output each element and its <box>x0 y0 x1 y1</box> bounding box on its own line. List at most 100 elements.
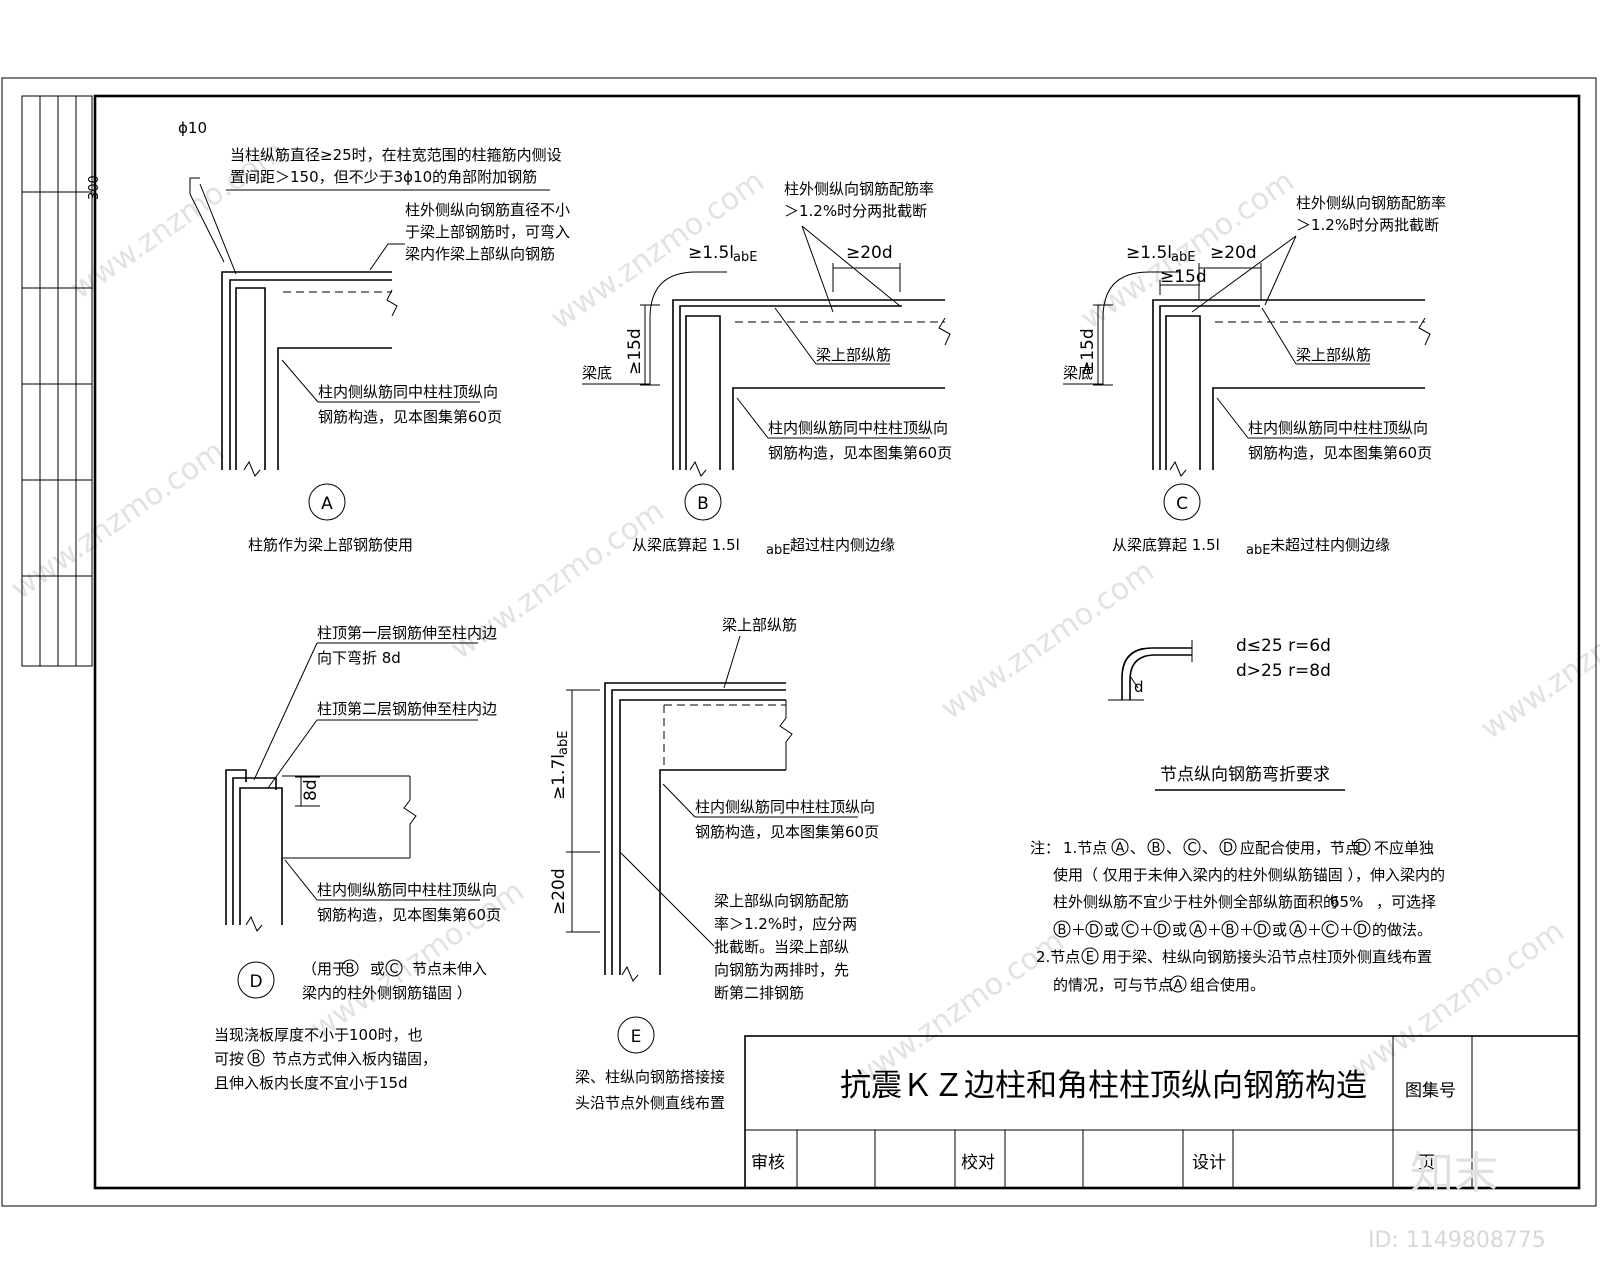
detail-d-extra-b: B <box>252 1052 261 1067</box>
detail-e-note1-line2: 钢筋构造，见本图集第60页 <box>695 823 879 841</box>
detail-b-dim3: ≥15d <box>625 328 645 375</box>
detail-c-caption-sub: abE <box>1246 543 1270 558</box>
notes-combo-a: A <box>1294 923 1303 938</box>
detail-d-note3-line1: 柱内侧纵筋同中柱柱顶纵向 <box>317 881 497 899</box>
notes-plus: ＋ <box>1207 921 1222 939</box>
detail-c-beam-top-bar: 梁上部纵筋 <box>1296 346 1371 364</box>
notes-combo-d: D <box>1157 923 1167 938</box>
detail-e-note1-line1: 柱内侧纵筋同中柱柱顶纵向 <box>695 798 875 816</box>
watermark-text: www.znzmo.com <box>1475 574 1600 747</box>
notes-combo-d: D <box>1357 923 1367 938</box>
detail-c-dim4: ≥15d <box>1078 328 1098 375</box>
detail-d-extra-line1: 当现浇板厚度不小于100时，也 <box>214 1026 423 1044</box>
notes-n1-l3-pct: 65% <box>1330 893 1363 911</box>
detail-a-label: A <box>321 494 333 514</box>
detail-a-note1-line1: 当柱纵筋直径≥25时，在柱宽范围的柱箍筋内侧设 <box>230 146 562 164</box>
notes-n1-l1-c: 不应单独 <box>1374 839 1434 857</box>
detail-c-note1-line2: ＞1.2%时分两批截断 <box>1296 216 1439 234</box>
detail-e-note2-line2: 率＞1.2%时，应分两 <box>714 915 857 933</box>
detail-d-use-line1-pre: （用于 <box>302 960 347 978</box>
detail-c-dim2: ≥20d <box>1210 243 1257 263</box>
notes-n2-a: A <box>1174 978 1183 993</box>
notes-combo-d: D <box>1257 923 1267 938</box>
margin-table: 300 <box>21 95 102 667</box>
detail-b-dim2: ≥20d <box>846 243 893 263</box>
notes-plus: ＋ <box>1339 921 1354 939</box>
notes-plus: ＋ <box>1071 921 1086 939</box>
detail-c: ≥1.5l abE ≥20d ≥15d ≥15d 梁底 柱外侧纵向钢筋配筋率 ＞… <box>1063 194 1446 558</box>
detail-c-note2-line1: 柱内侧纵筋同中柱柱顶纵向 <box>1248 419 1428 437</box>
detail-e-beam-top-bar: 梁上部纵筋 <box>722 616 797 634</box>
notes-plus: ＋ <box>1307 921 1322 939</box>
bend-title: 节点纵向钢筋弯折要求 <box>1160 765 1330 785</box>
dim-300-label: 300 <box>87 175 102 200</box>
detail-c-beam-bottom: 梁底 <box>1063 364 1093 382</box>
detail-a-note2-line1: 柱外侧纵向钢筋直径不小 <box>405 201 570 219</box>
check-label: 校对 <box>961 1153 995 1173</box>
detail-e-note2-line4: 向钢筋为两排时，先 <box>714 961 849 979</box>
detail-e-dim2: ≥20d <box>549 868 569 915</box>
detail-d-note1-line2: 向下弯折 8d <box>317 649 401 667</box>
detail-e-caption-line2: 头沿节点外侧直线布置 <box>575 1094 725 1112</box>
detail-d-extra-line3: 且伸入板内长度不宜小于15d <box>214 1074 408 1092</box>
sheet-title: 抗震ＫＺ边柱和角柱柱顶纵向钢筋构造 <box>840 1068 1367 1104</box>
atlas-number-label: 图集号 <box>1405 1081 1456 1101</box>
notes-combo-b: B <box>1058 923 1067 938</box>
notes-combo-b: B <box>1226 923 1235 938</box>
detail-c-label: C <box>1176 494 1188 514</box>
detail-e: ≥1.7l abE ≥20d 梁上部纵筋 柱内侧纵筋同中柱柱顶纵向 钢筋构造，见… <box>549 616 879 1112</box>
bend-detail: d d≤25 r=6d d>25 r=8d 节点纵向钢筋弯折要求 <box>1108 636 1345 791</box>
detail-b-caption-post: 超过柱内侧边缘 <box>790 536 895 554</box>
notes-n2-e: E <box>1086 950 1094 965</box>
notes-plus: ＋ <box>1139 921 1154 939</box>
detail-e-note2-line5: 断第二排钢筋 <box>714 984 804 1002</box>
detail-d: 8d 柱顶第一层钢筋伸至柱内边 向下弯折 8d 柱顶第二层钢筋伸至柱内边 柱内侧… <box>214 624 501 1092</box>
notes-circle-d2: D <box>1357 841 1367 856</box>
brand-watermark: 知末 <box>1410 1148 1498 1199</box>
watermark-text: www.znzmo.com <box>5 434 231 607</box>
detail-b-note1-line1: 柱外侧纵向钢筋配筋率 <box>784 180 934 198</box>
detail-e-dim1-sub: abE <box>556 731 571 755</box>
id-watermark: ID: 1149808775 <box>1368 1228 1546 1253</box>
review-label: 审核 <box>751 1153 785 1173</box>
detail-c-dim1: ≥1.5l <box>1126 243 1172 263</box>
watermark-text: www.znzmo.com <box>1345 914 1571 1087</box>
detail-b-note2-line1: 柱内侧纵筋同中柱柱顶纵向 <box>768 419 948 437</box>
notes-circle-d: D <box>1223 841 1233 856</box>
detail-d-use-line1-mid: 或 <box>370 960 385 978</box>
detail-e-note2-line3: 批截断。当梁上部纵 <box>714 938 849 956</box>
detail-b-label: B <box>697 494 709 514</box>
detail-e-label: E <box>631 1027 642 1047</box>
title-block: 抗震ＫＺ边柱和角柱柱顶纵向钢筋构造 图集号 审核 校对 设计 页 <box>744 1035 1580 1189</box>
notes-combo-c: C <box>1325 923 1334 938</box>
notes-n1-l3-b: ，可选择 <box>1376 893 1436 911</box>
notes-n1-l2: 使用（ 仅用于未伸入梁内的柱外侧纵筋锚固 ），伸入梁内的 <box>1053 866 1445 884</box>
detail-c-dim3: ≥15d <box>1160 267 1207 287</box>
detail-e-dim1: ≥1.7l <box>549 754 569 800</box>
detail-a-note2-line3: 梁内作梁上部纵向钢筋 <box>405 245 555 263</box>
detail-c-dim1-sub: abE <box>1171 250 1195 265</box>
detail-b-note2-line2: 钢筋构造，见本图集第60页 <box>768 444 952 462</box>
page-label: 页 <box>1418 1153 1435 1173</box>
detail-d-extra-line2-post: 节点方式伸入板内锚固， <box>272 1050 437 1068</box>
notes-n2-l1-a: 2.节点 <box>1036 948 1080 966</box>
notes-or: 或 <box>1104 921 1119 939</box>
detail-a-note3-line1: 柱内侧纵筋同中柱柱顶纵向 <box>318 383 498 401</box>
notes-circle-b: B <box>1152 841 1161 856</box>
detail-d-note2: 柱顶第二层钢筋伸至柱内边 <box>317 700 497 718</box>
detail-d-use-c: C <box>389 962 398 977</box>
detail-e-caption-line1: 梁、柱纵向钢筋搭接接 <box>575 1068 725 1086</box>
bend-d-label: d <box>1134 678 1144 696</box>
notes-plus: ＋ <box>1239 921 1254 939</box>
design-label: 设计 <box>1192 1153 1226 1173</box>
notes-sep: 、 <box>1166 839 1181 857</box>
notes-n1-l3-a: 柱外侧纵筋不宜少于柱外侧全部纵筋面积的 <box>1053 893 1338 911</box>
notes-n2-l2-b: 组合使用。 <box>1190 976 1265 994</box>
notes-combo-a: A <box>1194 923 1203 938</box>
detail-b-note1-line2: ＞1.2%时分两批截断 <box>784 202 927 220</box>
detail-b-beam-bottom: 梁底 <box>582 364 612 382</box>
notes-or: 或 <box>1272 921 1287 939</box>
detail-b-dim1-sub: abE <box>733 250 757 265</box>
detail-c-note1-line1: 柱外侧纵向钢筋配筋率 <box>1296 194 1446 212</box>
